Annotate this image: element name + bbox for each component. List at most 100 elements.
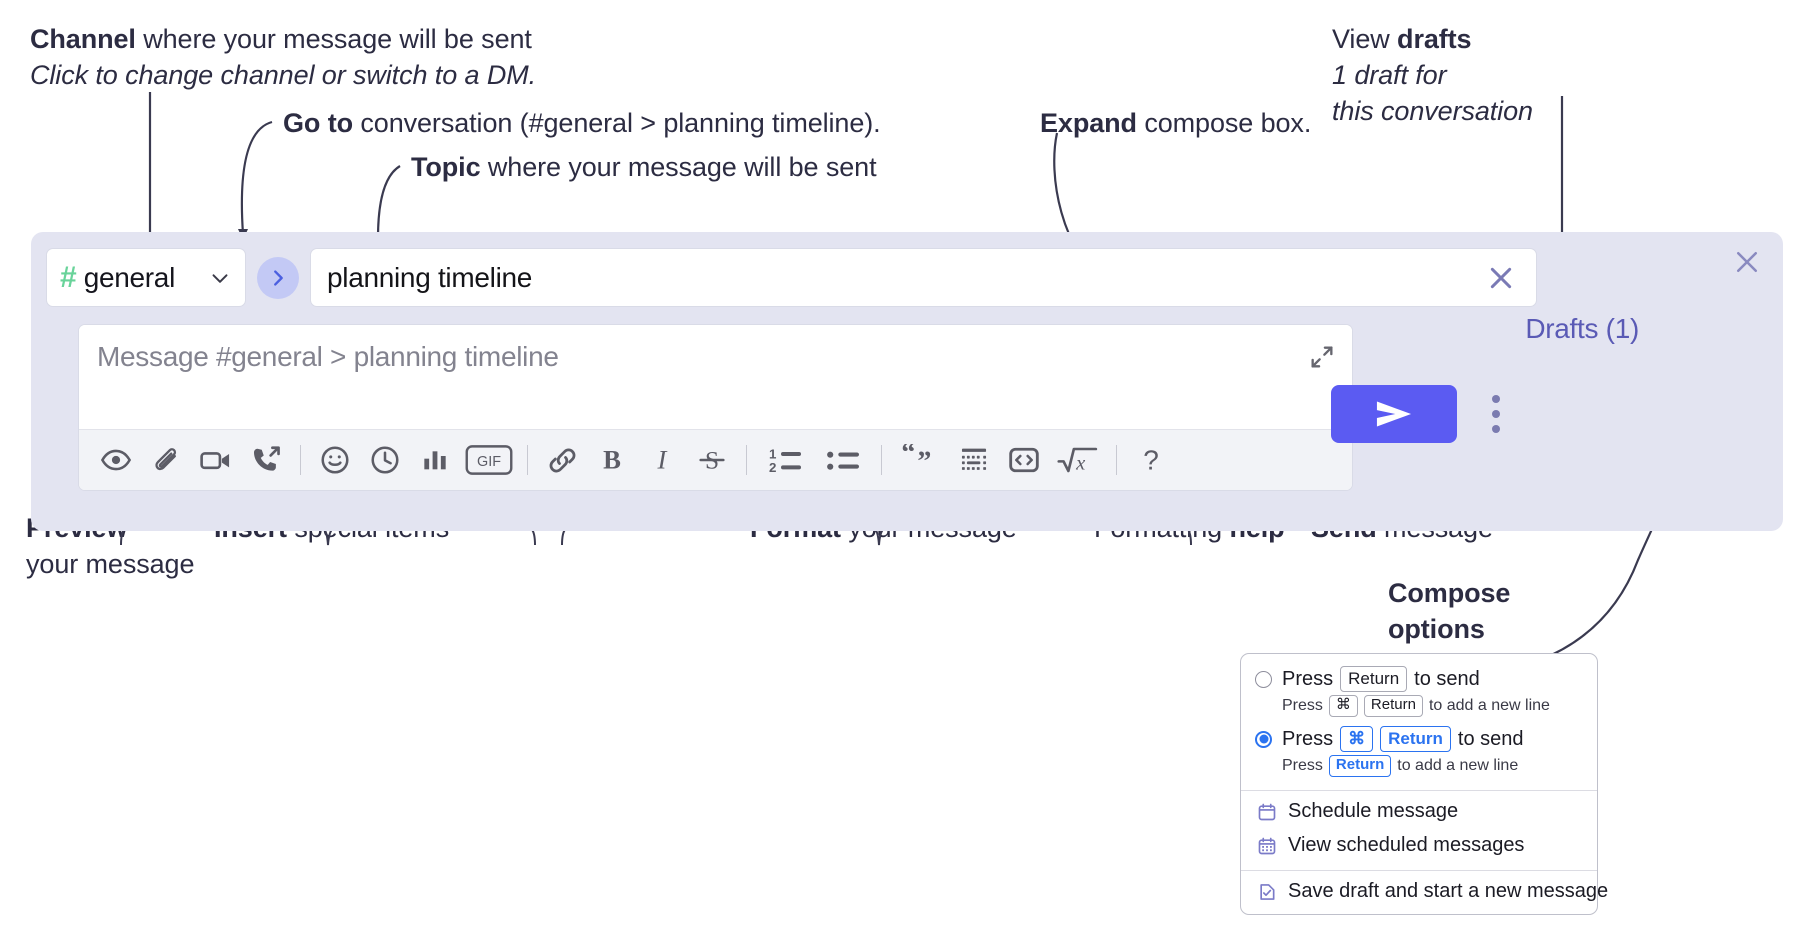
video-camera-icon: [200, 452, 230, 470]
italic-button[interactable]: I: [637, 438, 687, 482]
toolbar-separator-1: [300, 445, 301, 475]
dropdown-separator-2: [1241, 870, 1597, 871]
kebab-dot-3: [1492, 425, 1500, 433]
inline-code-button[interactable]: [999, 438, 1049, 482]
leader-goto: [240, 120, 273, 235]
math-button[interactable]: x: [1049, 438, 1107, 482]
annotation-channel-rest: where your message will be sent: [135, 24, 532, 54]
send-option-cmd-return[interactable]: Press ⌘ Return to send: [1241, 723, 1597, 755]
calendar-grid-icon: [1256, 835, 1277, 856]
emoji-button[interactable]: [310, 438, 360, 482]
smiley-icon: [321, 446, 349, 474]
radio-return-unselected[interactable]: [1255, 670, 1272, 688]
gif-button[interactable]: GIF: [460, 438, 518, 482]
formatting-help-button[interactable]: ?: [1126, 438, 1176, 482]
svg-text:I: I: [657, 445, 668, 475]
option1-prefix: Press: [1282, 667, 1334, 690]
kebab-dot-1: [1492, 395, 1500, 403]
annotation-compose-options-line1: Compose: [1388, 578, 1511, 608]
option2-sub-prefix: Press: [1282, 757, 1323, 775]
bold-button[interactable]: B: [587, 438, 637, 482]
quote-icon: “ ”: [901, 444, 931, 476]
formatting-toolbar: GIF B I: [79, 429, 1352, 490]
paperclip-icon: [155, 448, 177, 471]
annotation-compose-options-line2: options: [1388, 613, 1485, 644]
drafts-link[interactable]: Drafts (1): [1525, 313, 1639, 344]
svg-text:1: 1: [769, 447, 777, 462]
topic-value: planning timeline: [327, 261, 533, 293]
send-icon: [1376, 401, 1412, 427]
topic-input[interactable]: planning timeline: [310, 248, 1537, 307]
numbered-list-icon: 1 2: [769, 447, 801, 475]
option2-key-return: Return: [1380, 726, 1451, 753]
kebab-dot-2: [1492, 410, 1500, 418]
compose-options-button[interactable]: [1481, 390, 1511, 438]
preview-button[interactable]: [91, 438, 141, 482]
svg-text:”: ”: [917, 447, 931, 476]
send-option-cmd-return-label: Press ⌘ Return to send: [1282, 726, 1524, 753]
toolbar-separator-3: [746, 445, 747, 475]
annotation-goto-rest: conversation (#general > planning timeli…: [352, 108, 881, 138]
annotation-drafts: View drafts 1 draft for this conversatio…: [1332, 22, 1533, 130]
option1-key-return: Return: [1340, 666, 1408, 693]
menu-item-schedule-message[interactable]: Schedule message: [1241, 795, 1597, 829]
annotation-channel-italic: Click to change channel or switch to a D…: [30, 59, 537, 90]
menu-item-view-scheduled-label: View scheduled messages: [1288, 834, 1525, 856]
bulleted-list-icon: [827, 451, 859, 470]
message-input[interactable]: Message #general > planning timeline: [79, 325, 1352, 430]
chevron-right-icon: [274, 269, 283, 286]
option1-sub-prefix: Press: [1282, 697, 1323, 715]
blockquote-button[interactable]: “ ”: [891, 438, 949, 482]
bulleted-list-button[interactable]: [814, 438, 872, 482]
go-to-conversation-button[interactable]: [257, 256, 299, 299]
send-message-button[interactable]: [1331, 385, 1457, 443]
menu-item-save-draft[interactable]: Save draft and start a new message: [1241, 875, 1608, 909]
bar-chart-icon: [424, 451, 446, 470]
expand-compose-button[interactable]: [1304, 339, 1340, 375]
menu-item-schedule-message-label: Schedule message: [1288, 800, 1459, 822]
annotation-topic-rest: where your message will be sent: [480, 152, 877, 182]
clear-topic-button[interactable]: [1482, 259, 1520, 297]
close-composer-button[interactable]: [1729, 244, 1765, 280]
annotation-drafts-bold: drafts: [1397, 24, 1472, 54]
menu-item-view-scheduled[interactable]: View scheduled messages: [1241, 829, 1597, 863]
code-block-button[interactable]: [949, 438, 999, 482]
reminder-button[interactable]: [360, 438, 410, 482]
calendar-icon: [1256, 801, 1277, 822]
send-option-cmd-return-sub: Press Return to add a new line: [1241, 755, 1597, 783]
bold-icon: B: [603, 445, 621, 475]
poll-button[interactable]: [410, 438, 460, 482]
annotation-goto-bold: Go to: [283, 108, 353, 138]
channel-selector[interactable]: # general: [46, 248, 246, 307]
message-placeholder: Message #general > planning timeline: [97, 341, 559, 372]
clock-icon: [371, 446, 399, 474]
annotation-drafts-prefix: View: [1332, 24, 1398, 54]
option2-sub-suffix: to add a new line: [1397, 757, 1519, 775]
video-clip-button[interactable]: [191, 438, 241, 482]
expand-icon: [1311, 346, 1333, 368]
attach-file-button[interactable]: [141, 438, 191, 482]
toolbar-separator-5: [1116, 445, 1117, 475]
svg-text:“: “: [901, 444, 915, 468]
link-button[interactable]: [537, 438, 587, 482]
send-option-return-sub: Press ⌘ Return to add a new line: [1241, 695, 1597, 723]
code-inline-icon: [1009, 447, 1039, 473]
annotation-goto: Go to conversation (#general > planning …: [283, 106, 881, 142]
square-root-icon: x: [1057, 447, 1098, 475]
send-option-return-label: Press Return to send: [1282, 666, 1480, 693]
audio-clip-button[interactable]: [241, 438, 291, 482]
strikethrough-button[interactable]: S: [687, 438, 737, 482]
question-mark-icon: ?: [1143, 444, 1159, 475]
radio-cmd-return-selected[interactable]: [1255, 730, 1272, 748]
option2-prefix: Press: [1282, 727, 1334, 750]
message-composer-panel: # general planning timeline Message #gen…: [31, 232, 1783, 531]
link-icon: [549, 448, 575, 472]
code-block-icon: [961, 448, 987, 470]
annotation-preview-line2: your message: [26, 548, 195, 579]
ordered-list-button[interactable]: 1 2: [756, 438, 814, 482]
eye-icon: [100, 449, 132, 471]
close-icon: [1737, 252, 1757, 272]
send-option-return[interactable]: Press Return to send: [1241, 663, 1597, 695]
channel-name-label: general: [83, 261, 176, 293]
annotation-drafts-italic-2: this conversation: [1332, 95, 1533, 126]
